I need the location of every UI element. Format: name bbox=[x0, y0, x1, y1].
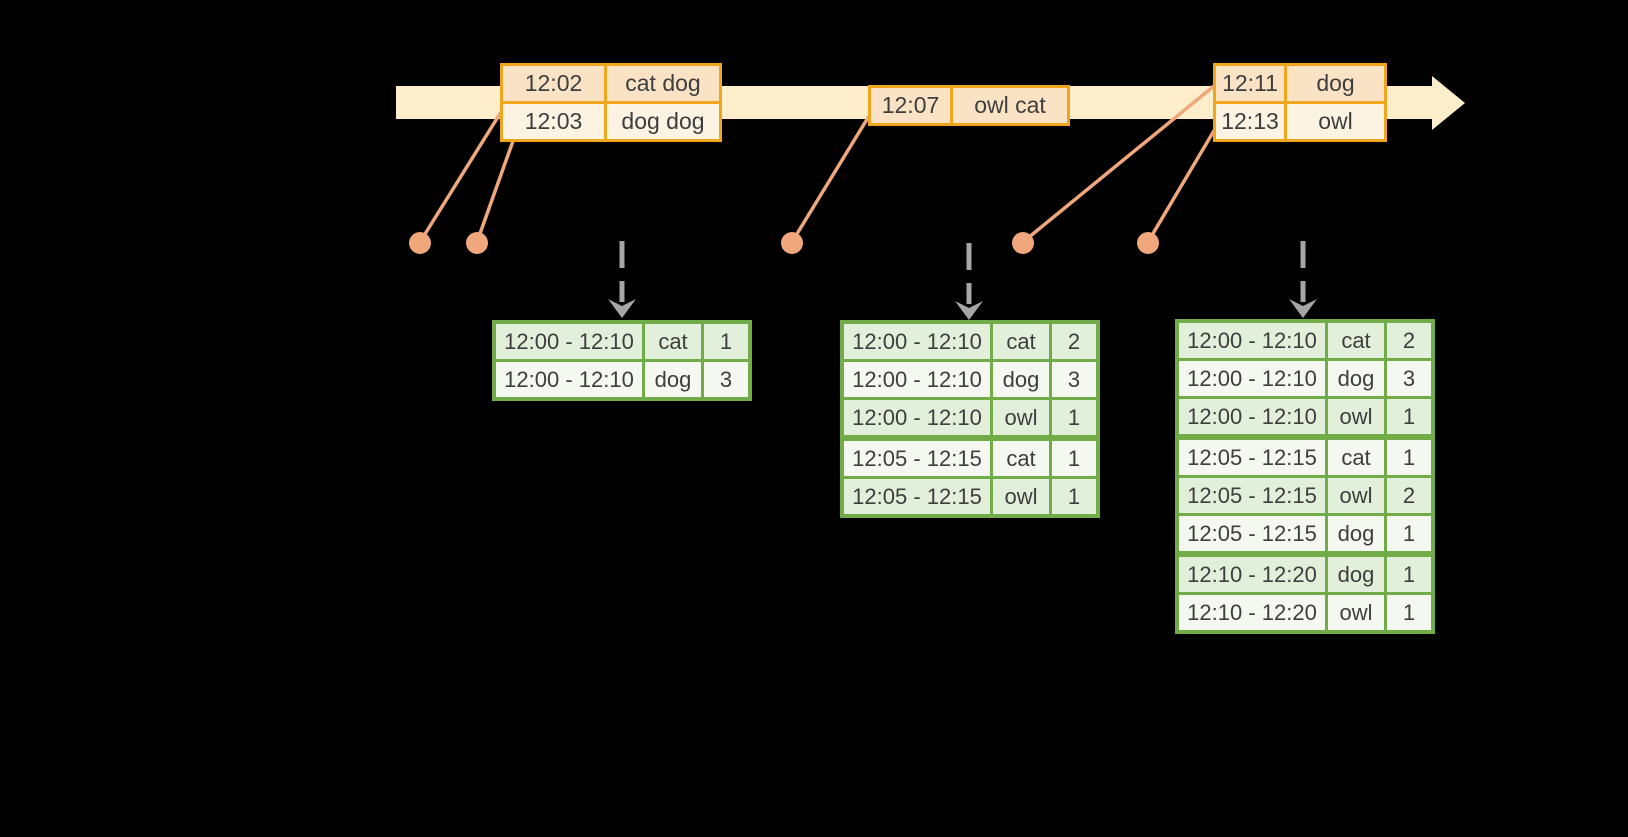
word-cell: owl bbox=[1325, 475, 1387, 516]
event-time-cell: 12:02 bbox=[500, 63, 607, 104]
word-cell: cat bbox=[990, 435, 1052, 479]
event-dots bbox=[409, 232, 1159, 254]
window-cell: 12:05 - 12:15 bbox=[1175, 513, 1328, 556]
count-cell: 1 bbox=[1049, 476, 1100, 518]
event-connector-line bbox=[1021, 84, 1216, 244]
word-cell: dog bbox=[642, 359, 704, 401]
trigger-arrowhead-icon bbox=[1289, 299, 1317, 318]
count-cell: 1 bbox=[1384, 513, 1435, 556]
word-cell: cat bbox=[990, 320, 1052, 362]
event-words-cell: dog bbox=[1284, 63, 1387, 104]
trigger-arrowheads bbox=[608, 299, 1317, 320]
trigger-arrowhead-icon bbox=[955, 301, 983, 320]
event-time-cell: 12:07 bbox=[868, 85, 953, 126]
trigger-arrow-lines bbox=[619, 241, 1306, 304]
count-cell: 1 bbox=[701, 320, 752, 362]
event-words-cell: owl bbox=[1284, 101, 1387, 142]
timeline-arrow-icon bbox=[1432, 76, 1465, 130]
window-cell: 12:00 - 12:10 bbox=[1175, 358, 1328, 399]
count-cell: 1 bbox=[1384, 434, 1435, 478]
word-cell: cat bbox=[642, 320, 704, 362]
window-cell: 12:10 - 12:20 bbox=[1175, 551, 1328, 595]
window-cell: 12:00 - 12:10 bbox=[840, 397, 993, 440]
window-cell: 12:00 - 12:10 bbox=[492, 320, 645, 362]
word-cell: cat bbox=[1325, 434, 1387, 478]
window-cell: 12:05 - 12:15 bbox=[1175, 475, 1328, 516]
word-cell: dog bbox=[1325, 551, 1387, 595]
event-dot-icon bbox=[1137, 232, 1159, 254]
event-dot-icon bbox=[409, 232, 431, 254]
word-cell: owl bbox=[990, 397, 1052, 440]
window-cell: 12:00 - 12:10 bbox=[1175, 319, 1328, 361]
count-cell: 1 bbox=[1049, 435, 1100, 479]
event-connector-lines bbox=[418, 84, 1217, 244]
event-time-cell: 12:11 bbox=[1213, 63, 1287, 104]
count-cell: 1 bbox=[1384, 551, 1435, 595]
event-words-cell: cat dog bbox=[604, 63, 722, 104]
event-connector-line bbox=[475, 140, 515, 243]
window-cell: 12:00 - 12:10 bbox=[492, 359, 645, 401]
window-cell: 12:00 - 12:10 bbox=[1175, 396, 1328, 439]
count-cell: 3 bbox=[1049, 359, 1100, 400]
word-cell: owl bbox=[1325, 592, 1387, 634]
event-connector-line bbox=[790, 115, 871, 243]
event-dot-icon bbox=[466, 232, 488, 254]
word-cell: dog bbox=[1325, 358, 1387, 399]
event-words-cell: dog dog bbox=[604, 101, 722, 142]
word-cell: owl bbox=[990, 476, 1052, 518]
count-cell: 1 bbox=[1384, 592, 1435, 634]
window-cell: 12:00 - 12:10 bbox=[840, 320, 993, 362]
window-cell: 12:00 - 12:10 bbox=[840, 359, 993, 400]
event-words-cell: owl cat bbox=[950, 85, 1070, 126]
window-cell: 12:05 - 12:15 bbox=[840, 435, 993, 479]
count-cell: 1 bbox=[1384, 396, 1435, 439]
word-cell: cat bbox=[1325, 319, 1387, 361]
event-time-cell: 12:03 bbox=[500, 101, 607, 142]
word-cell: dog bbox=[1325, 513, 1387, 556]
count-cell: 3 bbox=[701, 359, 752, 401]
trigger-arrowhead-icon bbox=[608, 299, 636, 318]
window-cell: 12:05 - 12:15 bbox=[840, 476, 993, 518]
window-cell: 12:10 - 12:20 bbox=[1175, 592, 1328, 634]
event-dot-icon bbox=[1012, 232, 1034, 254]
word-cell: dog bbox=[990, 359, 1052, 400]
event-time-cell: 12:13 bbox=[1213, 101, 1287, 142]
count-cell: 2 bbox=[1384, 319, 1435, 361]
count-cell: 2 bbox=[1384, 475, 1435, 516]
count-cell: 1 bbox=[1049, 397, 1100, 440]
window-cell: 12:05 - 12:15 bbox=[1175, 434, 1328, 478]
word-cell: owl bbox=[1325, 396, 1387, 439]
event-connector-line bbox=[1146, 128, 1217, 243]
event-dot-icon bbox=[781, 232, 803, 254]
event-connector-line bbox=[418, 103, 508, 243]
count-cell: 3 bbox=[1384, 358, 1435, 399]
count-cell: 2 bbox=[1049, 320, 1100, 362]
